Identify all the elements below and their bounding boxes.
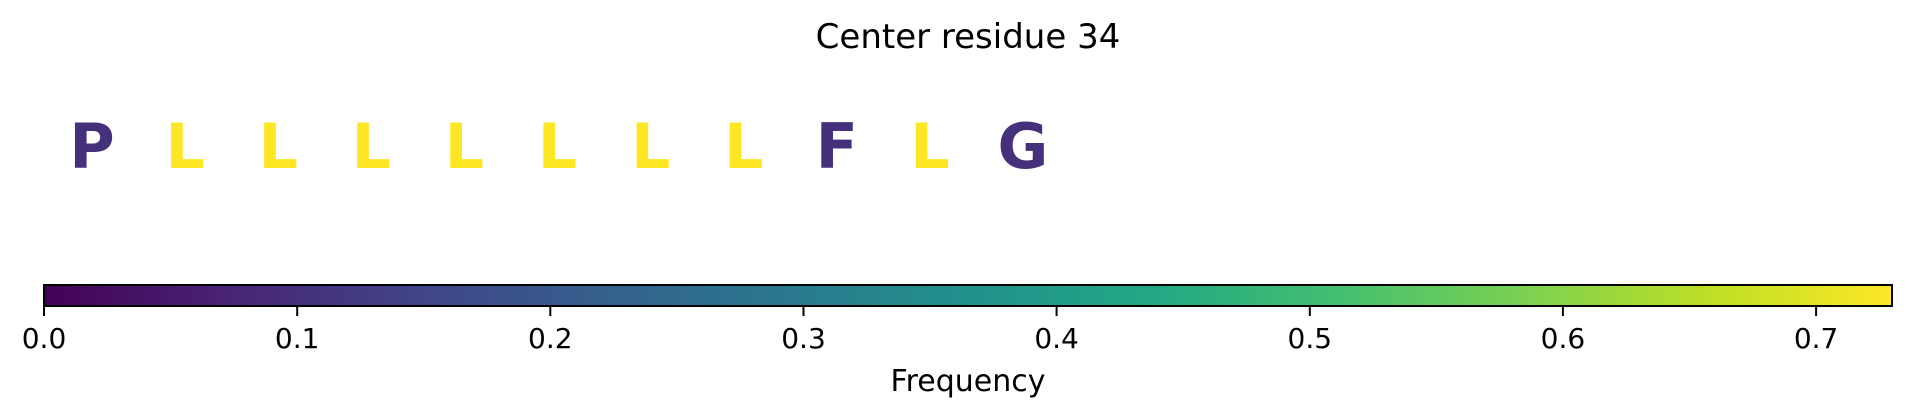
colorbar-label: Frequency — [891, 364, 1046, 399]
colorbar-tick-label: 0.3 — [781, 322, 826, 355]
colorbar-ticks: 0.0 0.1 0.2 0.3 0.4 0.5 0.6 0.7 — [22, 306, 1839, 355]
residue-letter: L — [352, 110, 392, 183]
residue-letter: F — [816, 110, 858, 183]
colorbar-tick-label: 0.0 — [22, 322, 67, 355]
chart-title: Center residue 34 — [816, 17, 1121, 57]
colorbar-tick-label: 0.2 — [528, 322, 573, 355]
colorbar-tick-label: 0.4 — [1034, 322, 1079, 355]
colorbar — [43, 284, 1893, 307]
residue-letter: L — [165, 110, 205, 183]
residue-letter: G — [998, 110, 1049, 183]
colorbar-tick-label: 0.5 — [1288, 322, 1333, 355]
residue-letter: L — [910, 110, 950, 183]
colorbar-tick-label: 0.7 — [1794, 322, 1839, 355]
colorbar-tick-label: 0.1 — [275, 322, 320, 355]
residue-letter: L — [631, 110, 671, 183]
residue-letter: L — [724, 110, 764, 183]
residue-letter: P — [69, 110, 114, 183]
colorbar-tick-label: 0.6 — [1541, 322, 1586, 355]
residue-letter: L — [258, 110, 298, 183]
residue-letter: L — [445, 110, 485, 183]
residue-letter: L — [538, 110, 578, 183]
